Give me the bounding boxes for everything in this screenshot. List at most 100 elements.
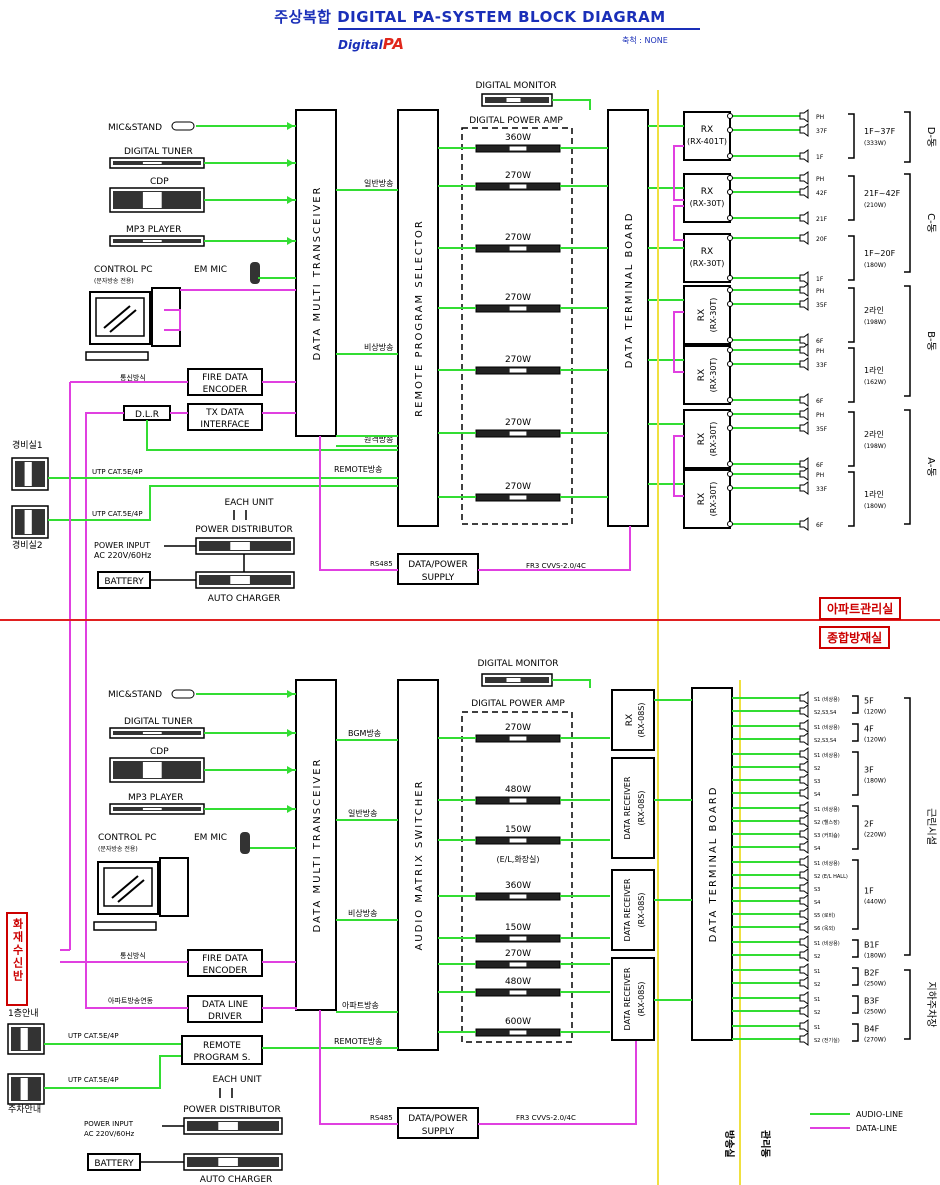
- powerdist-bot: POWER DISTRIBUTOR: [183, 1105, 281, 1115]
- guard2-device-display: [24, 510, 32, 534]
- mic-icon: [171, 121, 195, 131]
- rx-top-name: RX: [697, 369, 707, 381]
- dlr-audio: [146, 420, 398, 451]
- zone-spk-label: S2,S3,S4: [814, 738, 836, 744]
- source-mic-label: MIC&STAND: [108, 123, 162, 133]
- amp-top-watt: 270W: [505, 482, 531, 492]
- speaker-icon: [799, 123, 809, 137]
- zone-spk-label: S4: [814, 792, 820, 798]
- floor-top: 6F: [816, 522, 824, 529]
- zone-spk-label: S2: [814, 1010, 820, 1016]
- apt-wire: [85, 940, 188, 1009]
- speaker-icon: [799, 231, 809, 245]
- btuner-device-display: [142, 732, 162, 734]
- speaker-icon: [799, 948, 809, 962]
- zone-bracket: [852, 805, 859, 850]
- rx-top-dot: [727, 425, 733, 431]
- speaker-icon: [799, 393, 809, 407]
- speaker-icon: [799, 855, 809, 869]
- speaker-icon: [799, 760, 809, 774]
- group-label: 근린시설: [925, 808, 937, 845]
- zone-bot-name: B1F: [864, 941, 880, 950]
- monitor-bot-wire: [552, 679, 591, 688]
- amp-top-unit-meter: [509, 368, 527, 373]
- receiver-model: (RX-08S): [637, 892, 646, 927]
- rx-top-dot: [727, 521, 733, 527]
- source-emmic-label: EM MIC: [194, 265, 227, 275]
- selector-top-label: REMOTE PROGRAM SELECTOR: [414, 219, 425, 417]
- guard2-wire: [48, 485, 398, 521]
- fire-enc-2: ENCODER: [203, 385, 248, 395]
- utp1: UTP CAT.5E/4P: [92, 468, 143, 476]
- amp-bot-unit-meter: [509, 990, 527, 995]
- bch-remote: REMOTE방송: [334, 1036, 382, 1046]
- room-label-top: 아파트관리실: [819, 597, 902, 620]
- floor-top: 33F: [816, 486, 828, 493]
- data-receiver-box: [611, 869, 655, 951]
- bfe1: FIRE DATA: [202, 954, 249, 964]
- bch-apt: 아파트방송: [342, 1000, 379, 1010]
- brand-logo: DigitalPA: [338, 35, 404, 53]
- amp-top-watt: 270W: [505, 233, 531, 243]
- group-label: 지하주차장: [925, 982, 938, 1028]
- zone-top-watt: (333W): [864, 140, 886, 147]
- zone-spk-label: S1: [814, 997, 820, 1003]
- ch-remote1: 원격방송: [364, 434, 393, 444]
- building-bracket: [904, 285, 911, 397]
- bsrc-mp3: MP3 PLAYER: [128, 793, 183, 803]
- bsrc-pc: CONTROL PC: [98, 833, 157, 843]
- speaker-icon: [799, 840, 809, 854]
- floor-top: PH: [816, 348, 824, 355]
- amp-bot-watt: 150W: [505, 825, 531, 835]
- building-bracket: [904, 409, 911, 525]
- floor-top: 35F: [816, 302, 828, 309]
- speaker-icon: [799, 271, 809, 285]
- building-label: B-동: [925, 331, 937, 351]
- amp-bot-watt: 150W: [505, 923, 531, 933]
- amp-top-watt: 360W: [505, 133, 531, 143]
- speaker-icon: [799, 421, 809, 435]
- switcher-bot: [397, 679, 439, 1051]
- amp-top-unit-meter: [509, 184, 527, 189]
- bch-gen: 일반방송: [348, 808, 377, 818]
- monitor-top-label: DIGITAL MONITOR: [475, 81, 556, 91]
- tuner-arrow: [287, 159, 294, 167]
- rx-top-box: [683, 285, 731, 345]
- zone-bracket: [852, 967, 859, 986]
- speaker-icon: [799, 814, 809, 828]
- rx-top-dot: [727, 397, 733, 403]
- powerdist-bot-device-display: [218, 1122, 238, 1130]
- control-pc-keyboard: [85, 351, 149, 361]
- speaker-icon: [799, 732, 809, 746]
- dlr-label: D.L.R: [135, 410, 159, 420]
- charger-bot-device-display: [218, 1158, 238, 1166]
- guard2-label: 경비실2: [12, 539, 43, 551]
- zone-bot-name: 3F: [864, 766, 874, 775]
- zone-bot-name: 2F: [864, 820, 874, 829]
- floor-top: PH: [816, 288, 824, 295]
- zone-spk-label: S2: [814, 766, 820, 772]
- zone-top-watt: (180W): [864, 262, 886, 269]
- amp-top-unit-meter: [509, 306, 527, 311]
- group-bracket: [904, 969, 911, 1040]
- zone-spk-label: S6 (옥외): [814, 925, 835, 932]
- title-underline: [338, 28, 700, 30]
- speaker-icon: [799, 786, 809, 800]
- rx-top-dot: [727, 301, 733, 307]
- zone-top-watt: (162W): [864, 379, 886, 386]
- amp-bot-unit-meter: [509, 798, 527, 803]
- control-pc-tower: [151, 287, 181, 347]
- zone-bracket: [852, 695, 859, 714]
- zone-spk-label: S1: [814, 1025, 820, 1031]
- rx-top-box: [683, 345, 731, 405]
- speaker-icon: [799, 457, 809, 471]
- amp-top-watt: 270W: [505, 171, 531, 181]
- zone-top-watt: (180W): [864, 503, 886, 510]
- bcontrol-pc-tower: [159, 857, 189, 917]
- zone-bot-name: B2F: [864, 969, 880, 978]
- zone-spk-label: S1 (비상용): [814, 806, 840, 813]
- zone-spk-label: S1 (비상용): [814, 752, 840, 759]
- speaker-icon: [799, 171, 809, 185]
- transceiver-bot: [295, 679, 337, 1011]
- source-pc-note: (문자방송 전용): [94, 277, 134, 285]
